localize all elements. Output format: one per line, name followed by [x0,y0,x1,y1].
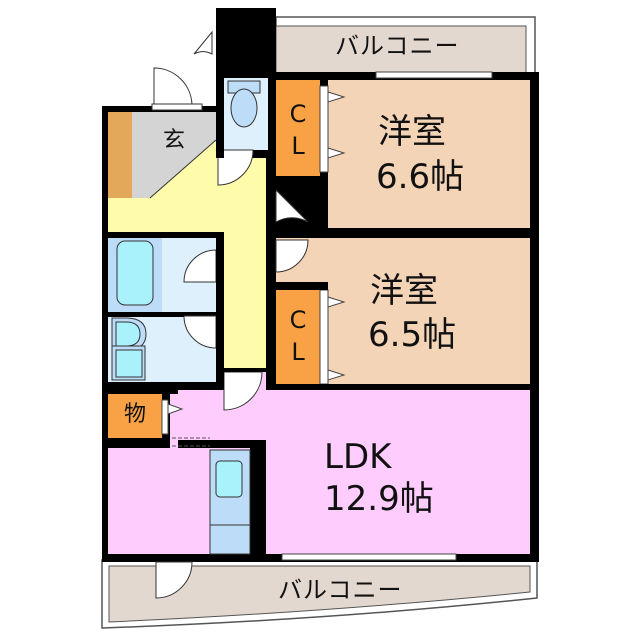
western-room-1 [328,80,530,228]
closet-1-label: C L [284,98,312,162]
interior-walls [108,72,530,448]
western-room-2-name: 洋室 [370,271,438,311]
closet-1-line2: L [291,132,305,160]
western-room-2-size: 6.5帖 [368,315,457,355]
storage-label: 物 [124,402,147,427]
balcony-bottom [101,559,538,629]
balcony-top-label: バルコニー [335,32,460,60]
closet-2-line2: L [291,338,305,366]
closet-2 [276,290,320,384]
storage [108,394,162,438]
shoe-cabinet [108,112,132,198]
western-room-1-size: 6.6帖 [376,157,465,197]
balcony-top [275,16,536,76]
ldk-name: LDK [324,437,392,477]
doors [151,30,309,599]
closet-1 [276,80,320,176]
closet-2-line1: C [289,306,307,334]
ldk-size: 12.9帖 [324,479,434,519]
entrance-label: 玄 [163,128,186,153]
western-room-1-name: 洋室 [378,112,446,152]
pipe-shaft [216,8,276,78]
closet-1-line1: C [289,100,307,128]
balcony-bottom-label: バルコニー [278,576,403,604]
closet-2-label: C L [284,304,312,368]
hallway [108,140,266,368]
